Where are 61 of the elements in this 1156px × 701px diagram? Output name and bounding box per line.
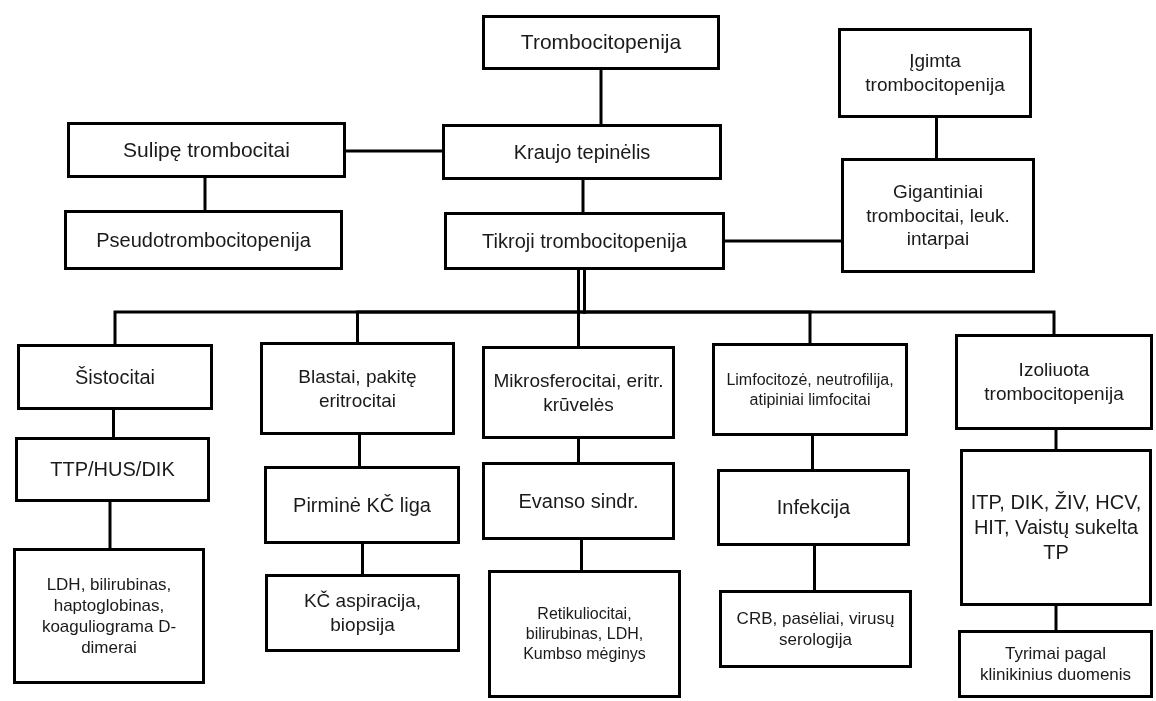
connector-line: [577, 439, 580, 462]
text-box: [67, 122, 346, 178]
text-box: [960, 449, 1152, 606]
connector-line: [580, 540, 583, 570]
box-label: Limfocitozė, neutrofilija, atipiniai limfocitai: [725, 369, 895, 410]
box-label: Trombocitopenija: [520, 29, 682, 56]
text-box: [958, 630, 1153, 698]
box-label: Kraujo tepinėlis: [513, 139, 651, 165]
box-label: Izoliuota trombocitopenija: [983, 358, 1125, 406]
connector-line: [203, 178, 207, 210]
connector-line: [1054, 430, 1058, 449]
text-box: [838, 28, 1032, 118]
box-label: Šistocitai: [75, 364, 155, 390]
connector-line: [358, 435, 361, 466]
box-label: KČ aspiracija, biopsija: [302, 589, 423, 637]
text-box: [264, 466, 460, 544]
text-box: [444, 212, 725, 270]
box-label: Tikroji trombocitopenija: [482, 228, 687, 254]
box-label: TTP/HUS/DIK: [50, 457, 175, 482]
connector-line: [599, 70, 603, 124]
box-label: Tyrimai pagal klinikinius duomenis: [978, 642, 1133, 686]
text-box: [13, 548, 205, 684]
box-label: Infekcija: [776, 495, 851, 520]
box-label: Gigantiniai trombocitai, leuk. intarpai: [865, 179, 1011, 252]
box-label: Evanso sindr.: [518, 488, 639, 514]
text-box: [442, 124, 722, 180]
box-label: Pseudotrombocitopenija: [96, 227, 311, 253]
box-label: LDH, bilirubinas, haptoglobinas, koaguliograma D-dimerai: [40, 573, 178, 659]
connector-line: [813, 546, 816, 590]
box-label: Blastai, pakitę eritrocitai: [297, 364, 418, 413]
text-box: [15, 437, 210, 502]
box-label: Retikuliocitai, bilirubinas, LDH, Kumbso mėginys: [522, 604, 647, 664]
box-label: Mikrosferocitai, eritr. krūvelės: [492, 368, 665, 417]
box-label: CRB, pasėliai, virusų serologija: [735, 607, 896, 651]
connector-line: [577, 270, 580, 346]
text-box: [717, 469, 910, 546]
connector-line: [346, 149, 442, 153]
box-label: ITP, DIK, ŽIV, HCV, HIT, Vaistų sukelta TP: [969, 490, 1143, 565]
connector-line: [725, 239, 841, 243]
text-box: [64, 210, 343, 270]
text-box: [265, 574, 460, 652]
text-box: [482, 462, 675, 540]
box-label: Pirminė KČ liga: [293, 492, 431, 518]
text-box: [955, 334, 1153, 430]
text-box: [719, 590, 912, 668]
text-box: [482, 15, 720, 70]
text-box: [260, 342, 455, 435]
box-label: Įgimta trombocitopenija: [864, 49, 1006, 97]
connector-line: [108, 502, 112, 548]
text-box: [482, 346, 675, 439]
connector-line: [581, 180, 585, 212]
connector-line: [935, 118, 938, 158]
connector-line: [811, 436, 814, 469]
text-box: [17, 344, 213, 410]
connector-line: [361, 544, 364, 574]
connector-line: [1054, 606, 1058, 630]
box-label: Sulipę trombocitai: [123, 136, 290, 163]
text-box: [488, 570, 681, 698]
text-box: [841, 158, 1035, 273]
text-box: [712, 343, 908, 436]
connector-line: [112, 410, 115, 437]
